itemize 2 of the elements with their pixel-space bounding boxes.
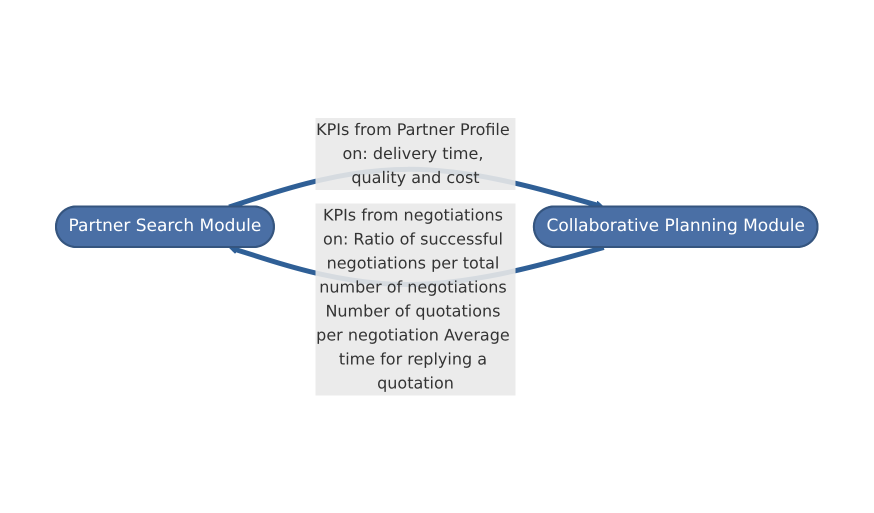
edge-label: KPIs from negotiations on: Ratio of successful negotiations per total number of negotiations Number of quotations per negotiation Average time for replying a quotation [316, 205, 510, 392]
edge-label: KPIs from Partner Profile on: delivery time, quality and cost [316, 120, 510, 187]
